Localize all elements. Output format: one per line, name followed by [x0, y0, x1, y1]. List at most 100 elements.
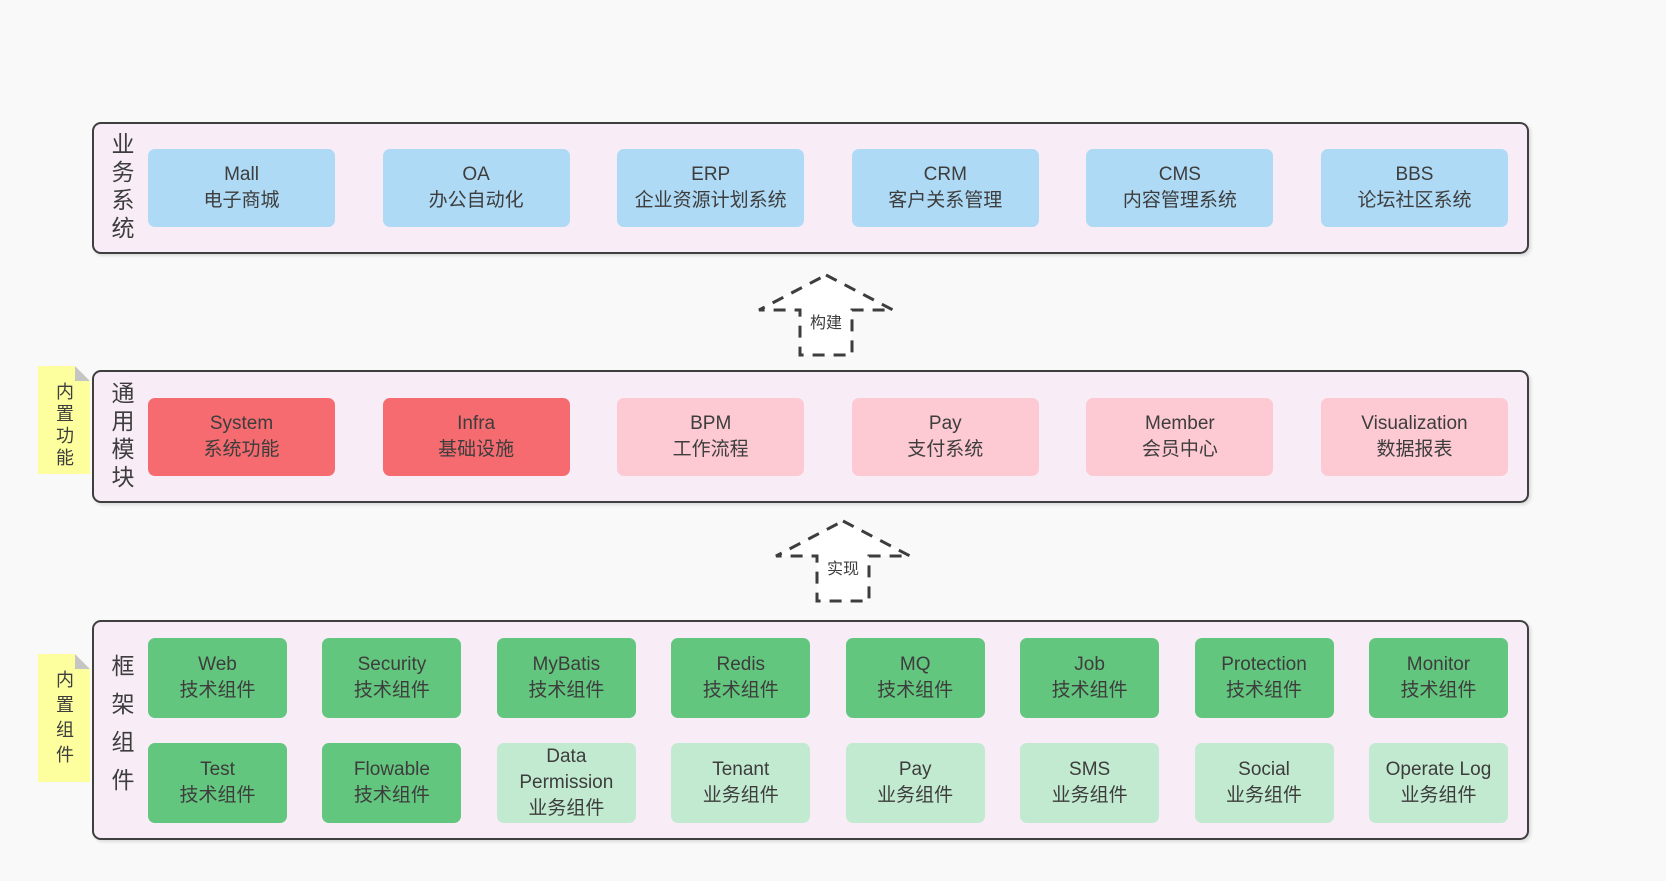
module-box-infra: Infra 基础设施 [382, 397, 570, 476]
module-box-name: Infra [457, 412, 496, 434]
module-box-desc: 技术组件 [179, 679, 256, 701]
module-box-name: Web [198, 653, 237, 675]
module-box-data-permission: Data Permission 业务组件 [496, 742, 636, 823]
arrow-implement-label: 实现 [827, 560, 859, 578]
module-box-name: Tenant [712, 758, 770, 780]
section-framework-components-label: 框架组件 [108, 654, 134, 806]
module-box-desc: 技术组件 [1400, 679, 1477, 701]
module-box-name: CMS [1158, 164, 1201, 185]
module-box-flowable: Flowable 技术组件 [322, 742, 462, 823]
module-box-name: Member [1145, 412, 1215, 434]
module-box-name: Security [357, 653, 427, 675]
module-box-name: OA [462, 164, 490, 185]
module-box-redis: Redis 技术组件 [671, 637, 811, 718]
module-box-name: BBS [1395, 164, 1434, 185]
block-arrow-up-icon: 构建 [758, 273, 894, 357]
module-box-desc: 基础设施 [438, 438, 515, 460]
module-box-name: Test [200, 758, 235, 780]
module-box-desc: 企业资源计划系统 [634, 190, 787, 211]
module-box-name: Flowable [353, 758, 430, 780]
module-box-name: Data Permission [519, 745, 614, 793]
module-box-name: Redis [716, 653, 766, 675]
module-box-desc: 会员中心 [1141, 438, 1218, 460]
module-box-name: Pay [928, 412, 962, 434]
module-box-name: BPM [690, 412, 732, 434]
module-box-name: ERP [691, 164, 731, 185]
module-box-name: Operate Log [1385, 758, 1492, 780]
module-box-social: Social 业务组件 [1194, 742, 1334, 823]
arrow-build-label: 构建 [810, 314, 842, 332]
module-box-sms: SMS 业务组件 [1020, 742, 1160, 823]
module-box-desc: 工作流程 [672, 438, 749, 460]
module-box-desc: 技术组件 [877, 679, 954, 701]
module-box-name: System [209, 412, 274, 434]
sticky-note-builtin-components: 内置组件 [38, 654, 90, 782]
module-box-desc: 业务组件 [877, 784, 954, 806]
module-box-desc: 支付系统 [907, 438, 984, 460]
module-box-desc: 技术组件 [1226, 679, 1303, 701]
module-box-test: Test 技术组件 [148, 742, 287, 823]
section-business-systems-label: 业务系统 [108, 132, 134, 244]
sticky-note-builtin-components-label: 内置组件 [54, 670, 74, 770]
module-box-desc: 办公自动化 [428, 190, 524, 211]
module-box-desc: 电子商城 [203, 190, 280, 211]
module-box-desc: 数据报表 [1376, 438, 1453, 460]
module-box-job: Job 技术组件 [1020, 637, 1160, 718]
module-box-name: Pay [898, 758, 932, 780]
module-box-name: Mall [224, 164, 259, 185]
business-systems-boxes: Mall 电子商城 OA 办公自动化 ERP 企业资源计划系统 CRM 客户关系管理 CMS 内容… [148, 124, 1527, 252]
module-box-desc: 业务组件 [702, 784, 779, 806]
module-box-desc: 技术组件 [528, 679, 605, 701]
module-box-name: MyBatis [532, 653, 601, 675]
module-box-desc: 论坛社区系统 [1357, 190, 1472, 211]
sticky-note-builtin-features-label: 内置功能 [54, 382, 74, 470]
module-box-desc: 技术组件 [702, 679, 779, 701]
box-row: Mall 电子商城 OA 办公自动化 ERP 企业资源计划系统 CRM 客户关系管理 CMS 内容… [148, 149, 1508, 227]
module-box-name: Visualization [1361, 412, 1468, 434]
module-box-desc: 技术组件 [179, 784, 256, 806]
module-box-name: MQ [899, 653, 931, 675]
module-box-desc: 技术组件 [353, 784, 430, 806]
module-box-pay: Pay 业务组件 [845, 742, 985, 823]
module-box-name: Monitor [1406, 653, 1471, 675]
arrow-build: 构建 [756, 272, 896, 358]
module-box-crm: CRM 客户关系管理 [851, 149, 1039, 227]
module-box-desc: 业务组件 [1226, 784, 1303, 806]
module-box-oa: OA 办公自动化 [382, 149, 570, 227]
module-box-mybatis: MyBatis 技术组件 [496, 637, 636, 718]
module-box-mall: Mall 电子商城 [148, 149, 335, 227]
module-box-name: Job [1074, 653, 1105, 675]
module-box-desc: 内容管理系统 [1122, 190, 1237, 211]
module-box-tenant: Tenant 业务组件 [671, 742, 811, 823]
module-box-member: Member 会员中心 [1086, 397, 1274, 476]
module-box-mq: MQ 技术组件 [845, 637, 985, 718]
module-box-name: CRM [923, 164, 967, 185]
module-box-bbs: BBS 论坛社区系统 [1320, 149, 1508, 227]
block-arrow-up-icon: 实现 [775, 519, 911, 603]
module-box-desc: 业务组件 [1051, 784, 1128, 806]
module-box-desc: 业务组件 [528, 797, 605, 819]
sticky-note-builtin-features: 内置功能 [38, 366, 90, 474]
section-business-systems: 业务系统 Mall 电子商城 OA 办公自动化 ERP 企业资源计划系统 CRM 客户关系管理… [92, 122, 1529, 254]
module-box-bpm: BPM 工作流程 [617, 397, 805, 476]
module-box-monitor: Monitor 技术组件 [1368, 637, 1508, 718]
module-box-desc: 技术组件 [1051, 679, 1128, 701]
module-box-name: SMS [1069, 758, 1111, 780]
module-box-web: Web 技术组件 [148, 637, 287, 718]
module-box-name: Social [1238, 758, 1290, 780]
module-box-pay: Pay 支付系统 [851, 397, 1039, 476]
module-box-desc: 客户关系管理 [888, 190, 1003, 211]
module-box-visualization: Visualization 数据报表 [1320, 397, 1508, 476]
